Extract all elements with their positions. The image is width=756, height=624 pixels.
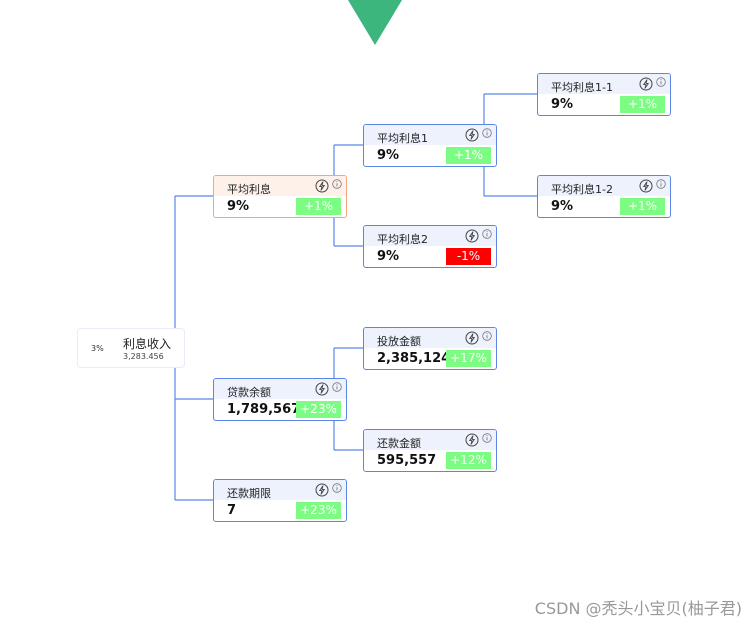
info-icon[interactable] — [482, 128, 492, 138]
node-header: 还款期限 — [214, 480, 346, 500]
node-title: 还款金额 — [377, 437, 421, 450]
node-title: 平均利息 — [227, 183, 271, 196]
lightning-icon[interactable] — [465, 433, 479, 447]
change-badge: +17% — [446, 350, 491, 367]
info-icon[interactable] — [482, 433, 492, 443]
lightning-icon[interactable] — [315, 483, 329, 497]
node-title: 投放金额 — [377, 335, 421, 348]
lightning-icon[interactable] — [465, 128, 479, 142]
info-icon[interactable] — [482, 331, 492, 341]
node-value: 9% — [377, 249, 400, 264]
change-badge: +1% — [620, 198, 665, 215]
change-badge: +1% — [620, 96, 665, 113]
node-repaid-amount[interactable]: 还款金额 595,557 +12% — [363, 429, 497, 472]
node-header: 平均利息1-2 — [538, 176, 670, 196]
node-value: 1,789,567 — [227, 402, 301, 417]
lightning-icon[interactable] — [639, 77, 653, 91]
change-badge: +1% — [446, 147, 491, 164]
node-title: 平均利息1-2 — [551, 183, 613, 196]
lightning-icon[interactable] — [315, 382, 329, 396]
change-badge: +23% — [296, 502, 341, 519]
node-title: 贷款余额 — [227, 386, 271, 399]
info-icon[interactable] — [332, 382, 342, 392]
node-value: 9% — [551, 199, 574, 214]
info-icon[interactable] — [656, 77, 666, 87]
change-badge: +23% — [296, 401, 341, 418]
root-percent: 3% — [91, 344, 104, 353]
info-icon[interactable] — [332, 483, 342, 493]
info-icon[interactable] — [332, 179, 342, 189]
node-header: 平均利息2 — [364, 226, 496, 246]
node-avg-interest-1-2[interactable]: 平均利息1-2 9% +1% — [537, 175, 671, 218]
watermark: CSDN @秃头小宝贝(柚子君) — [534, 599, 742, 618]
node-title: 还款期限 — [227, 487, 271, 500]
change-badge: +12% — [446, 452, 491, 469]
root-title: 利息收入 — [123, 337, 172, 351]
node-avg-interest[interactable]: 平均利息 9% +1% — [213, 175, 347, 218]
node-title: 平均利息1 — [377, 132, 428, 145]
node-value: 595,557 — [377, 453, 437, 468]
node-title: 平均利息2 — [377, 233, 428, 246]
node-header: 贷款余额 — [214, 379, 346, 399]
node-value: 9% — [227, 199, 250, 214]
node-title: 平均利息1-1 — [551, 81, 613, 94]
node-avg-interest-1-1[interactable]: 平均利息1-1 9% +1% — [537, 73, 671, 116]
node-avg-interest-1[interactable]: 平均利息1 9% +1% — [363, 124, 497, 167]
node-value: 9% — [377, 148, 400, 163]
node-header: 平均利息1-1 — [538, 74, 670, 94]
change-badge: +1% — [296, 198, 341, 215]
root-node-interest-income[interactable]: 3% 利息收入 3,283.456 — [77, 328, 185, 368]
node-header: 投放金额 — [364, 328, 496, 348]
lightning-icon[interactable] — [465, 229, 479, 243]
node-loan-balance[interactable]: 贷款余额 1,789,567+23% — [213, 378, 347, 421]
change-badge: -1% — [446, 248, 491, 265]
node-header: 平均利息 — [214, 176, 346, 196]
lightning-icon[interactable] — [465, 331, 479, 345]
node-disbursed-amount[interactable]: 投放金额 2,385,124+17% — [363, 327, 497, 370]
node-header: 平均利息1 — [364, 125, 496, 145]
node-avg-interest-2[interactable]: 平均利息2 9% -1% — [363, 225, 497, 268]
node-value: 7 — [227, 503, 237, 518]
info-icon[interactable] — [482, 229, 492, 239]
collapse-triangle-icon[interactable] — [348, 0, 402, 45]
node-value: 9% — [551, 97, 574, 112]
lightning-icon[interactable] — [315, 179, 329, 193]
node-repayment-term[interactable]: 还款期限 7 +23% — [213, 479, 347, 522]
node-value: 2,385,124 — [377, 351, 451, 366]
lightning-icon[interactable] — [639, 179, 653, 193]
root-value: 3,283.456 — [123, 352, 164, 361]
node-header: 还款金额 — [364, 430, 496, 450]
info-icon[interactable] — [656, 179, 666, 189]
